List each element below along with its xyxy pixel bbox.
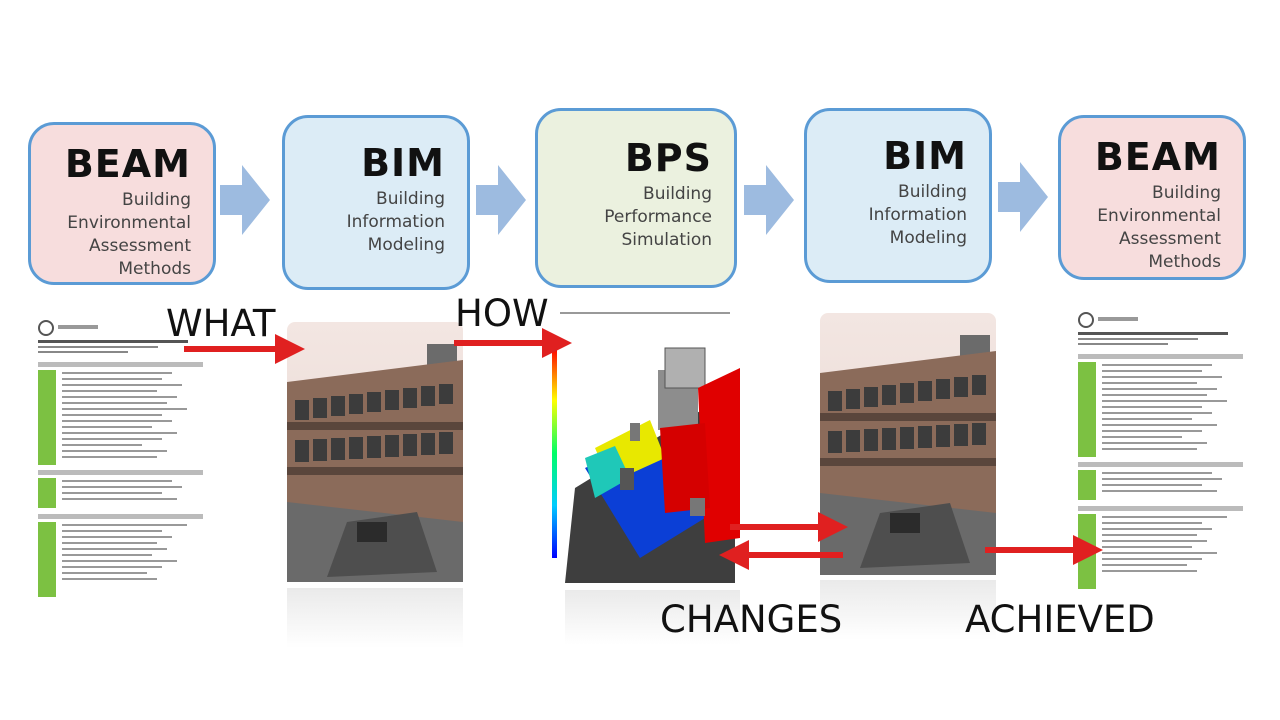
building-model-image-right (820, 313, 996, 575)
flow-arrow-2 (476, 165, 526, 235)
changes-label: CHANGES (660, 598, 843, 641)
box-subtitle-line: Environmental (67, 213, 191, 233)
box-title: BPS (624, 136, 712, 180)
box-title: BIM (361, 141, 445, 185)
checklist-document-left (36, 318, 206, 600)
box-subtitle-line: Simulation (621, 230, 712, 250)
box-subtitle-line: Methods (118, 259, 191, 279)
bim-box-left: BIM Building Information Modeling (282, 115, 470, 290)
flow-arrow-1 (220, 165, 270, 235)
image-reflection-left (287, 588, 463, 648)
box-subtitle-line: Information (346, 212, 445, 232)
how-label: HOW (455, 292, 549, 335)
changes-red-arrow-forward (730, 512, 848, 542)
box-subtitle-line: Assessment (89, 236, 191, 256)
changes-red-arrow-back (719, 540, 843, 570)
box-subtitle-line: Building (376, 189, 445, 209)
image-reflection-right (820, 580, 996, 640)
box-subtitle-line: Building (898, 182, 967, 202)
bps-box: BPS Building Performance Simulation (535, 108, 737, 288)
box-subtitle-line: Modeling (367, 235, 445, 255)
box-title: BEAM (64, 142, 191, 186)
what-red-arrow (184, 334, 305, 364)
box-subtitle: Building Environmental Assessment Method… (31, 189, 191, 281)
building-model-image-left (287, 322, 463, 582)
box-subtitle-line: Information (868, 205, 967, 225)
flow-arrow-3 (744, 165, 794, 235)
box-subtitle: Building Information Modeling (807, 181, 967, 250)
box-subtitle-line: Assessment (1119, 229, 1221, 249)
box-subtitle-line: Building (122, 190, 191, 210)
thermal-simulation-image (540, 308, 740, 588)
box-subtitle-line: Environmental (1097, 206, 1221, 226)
image-reflection-middle (565, 590, 740, 645)
box-subtitle-line: Performance (604, 207, 712, 227)
achieved-label: ACHIEVED (965, 598, 1155, 641)
box-title: BEAM (1094, 135, 1221, 179)
beam-box-left: BEAM Building Environmental Assessment M… (28, 122, 216, 285)
box-subtitle: Building Performance Simulation (538, 183, 712, 252)
flow-arrow-4 (998, 162, 1048, 232)
box-subtitle-line: Methods (1148, 252, 1221, 272)
box-subtitle-line: Building (1152, 183, 1221, 203)
bim-box-right: BIM Building Information Modeling (804, 108, 992, 283)
box-subtitle: Building Environmental Assessment Method… (1061, 182, 1221, 274)
how-red-arrow (454, 328, 572, 358)
achieved-red-arrow (985, 535, 1103, 565)
box-subtitle-line: Building (643, 184, 712, 204)
beam-box-right: BEAM Building Environmental Assessment M… (1058, 115, 1246, 280)
box-title: BIM (883, 134, 967, 178)
what-label: WHAT (166, 302, 276, 345)
box-subtitle-line: Modeling (889, 228, 967, 248)
box-subtitle: Building Information Modeling (285, 188, 445, 257)
checklist-document-right (1076, 310, 1246, 592)
